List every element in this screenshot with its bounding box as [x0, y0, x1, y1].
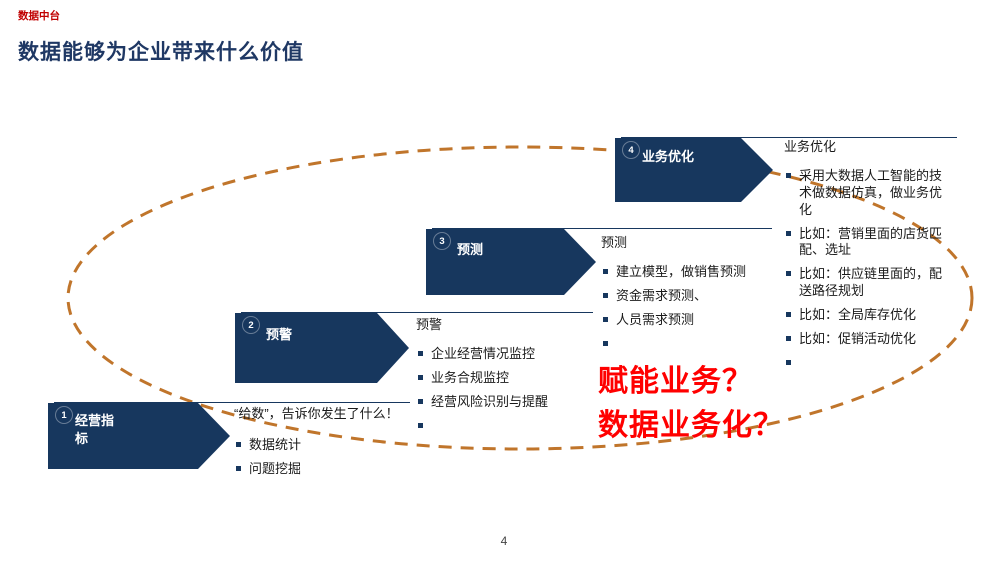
bullet-item: 人员需求预测	[601, 312, 759, 329]
bullet-item: 采用大数据人工智能的技术做数据仿真，做业务优化	[784, 168, 946, 219]
bullet-item: 企业经营情况监控	[416, 346, 584, 363]
step-3-description: 预测 建立模型，做销售预测 资金需求预测、 人员需求预测	[601, 235, 759, 351]
step-1-description: “给数”，告诉你发生了什么！ 数据统计 问题挖掘	[234, 406, 402, 485]
step-3-number-badge: 3	[434, 233, 450, 249]
step-1-desc-title: “给数”，告诉你发生了什么！	[234, 406, 399, 421]
step-4-number-badge: 4	[623, 142, 639, 158]
step-1-connector-line	[54, 402, 410, 403]
step-2-arrow: 预警	[235, 313, 409, 383]
step-2-desc-title: 预警	[416, 317, 443, 332]
step-2-label: 预警	[266, 327, 293, 342]
page-number: 4	[500, 534, 508, 548]
header-label: 数据中台	[18, 10, 60, 22]
step-3-label: 预测	[457, 242, 484, 257]
red-annotation: 赋能业务？ 数据业务化？	[598, 360, 784, 447]
page-title: 数据能够为企业带来什么价值	[18, 41, 304, 64]
step-3-desc-title: 预测	[601, 235, 628, 250]
step-3-arrow: 预测	[426, 229, 596, 295]
bullet-item: 经营风险识别与提醒	[416, 394, 584, 411]
step-4-connector-line	[621, 137, 957, 138]
bullet-item	[416, 418, 584, 428]
bullet-item	[601, 336, 759, 346]
bullet-item: 比如：全局库存优化	[784, 307, 946, 324]
step-1-arrow: 经营指标	[48, 403, 230, 469]
bullet-item: 数据统计	[234, 437, 402, 454]
bullet-item: 比如：供应链里面的，配送路径规划	[784, 266, 946, 300]
red-annotation-line-1: 赋能业务？	[598, 365, 753, 398]
bullet-item: 比如：促销活动优化	[784, 331, 946, 348]
step-1-bullet-list: 数据统计 问题挖掘	[234, 437, 402, 478]
step-1-label: 经营指标	[75, 413, 115, 446]
bullet-item: 问题挖掘	[234, 461, 402, 478]
step-4-desc-title: 业务优化	[784, 139, 837, 154]
step-1-number-badge: 1	[56, 407, 72, 423]
step-4-label: 业务优化	[642, 149, 695, 164]
step-2-number-badge: 2	[243, 317, 259, 333]
step-2-bullet-list: 企业经营情况监控 业务合规监控 经营风险识别与提醒	[416, 346, 584, 428]
bullet-item	[784, 355, 946, 365]
step-4-description: 业务优化 采用大数据人工智能的技术做数据仿真，做业务优化 比如：营销里面的店货匹…	[784, 139, 946, 370]
bullet-item: 比如：营销里面的店货匹配、选址	[784, 226, 946, 260]
step-4-bullet-list: 采用大数据人工智能的技术做数据仿真，做业务优化 比如：营销里面的店货匹配、选址 …	[784, 168, 946, 365]
step-2-connector-line	[241, 312, 593, 313]
red-annotation-line-2: 数据业务化？	[598, 408, 784, 442]
step-3-connector-line	[432, 228, 772, 229]
bullet-item: 业务合规监控	[416, 370, 584, 387]
step-3-bullet-list: 建立模型，做销售预测 资金需求预测、 人员需求预测	[601, 264, 759, 346]
bullet-item: 建立模型，做销售预测	[601, 264, 759, 281]
step-2-description: 预警 企业经营情况监控 业务合规监控 经营风险识别与提醒	[416, 317, 584, 433]
bullet-item: 资金需求预测、	[601, 288, 759, 305]
